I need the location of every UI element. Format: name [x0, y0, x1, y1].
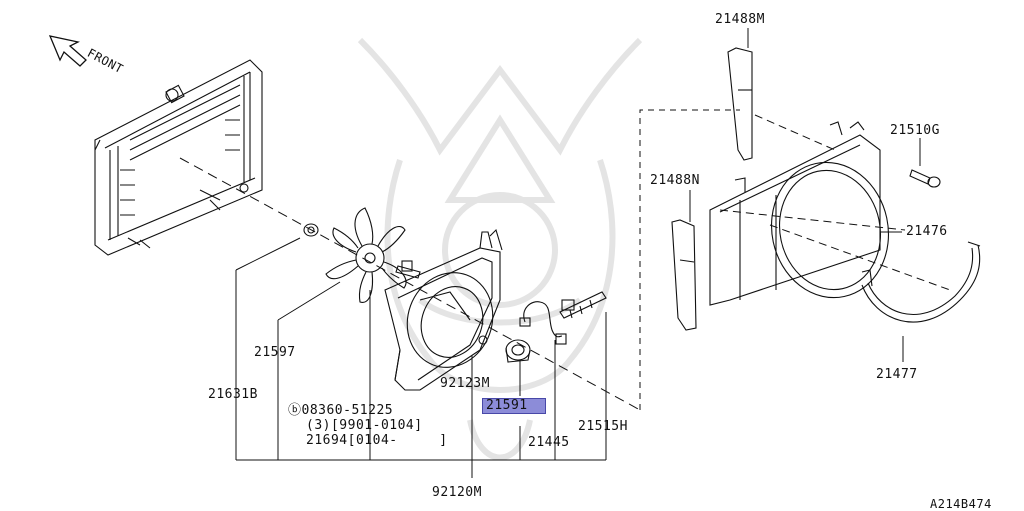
band-21477	[861, 241, 981, 323]
label-08360-51225: ⓑ08360-51225	[288, 403, 394, 418]
wire-harness	[519, 301, 567, 345]
diagram-code: A214B474	[930, 497, 992, 511]
seal-21488N	[671, 219, 697, 331]
label-21591-highlighted[interactable]: 21591	[482, 398, 546, 414]
label-92123M: 92123M	[440, 376, 490, 391]
shroud-dashed-line	[719, 114, 951, 291]
nut	[303, 223, 319, 237]
label-21476: 21476	[906, 224, 948, 239]
label-21631B: 21631B	[208, 387, 258, 402]
watermark-emblem	[357, 37, 643, 461]
label-21488M: 21488M	[715, 12, 765, 27]
axis-dashed-line	[179, 157, 641, 411]
connector-21515H	[559, 291, 607, 319]
label-21510G: 21510G	[890, 123, 940, 138]
label-21597: 21597	[254, 345, 296, 360]
shroud-link-line	[639, 109, 740, 410]
label-21445: 21445	[528, 435, 570, 450]
bolt	[395, 260, 421, 279]
label-92120M: 92120M	[432, 485, 482, 500]
label-21488N: 21488N	[650, 173, 700, 188]
radiator	[94, 59, 263, 256]
leader-lines	[235, 28, 921, 478]
seal-21488M	[727, 47, 753, 161]
fan-motor	[505, 339, 531, 363]
fan-motor-bracket	[384, 228, 503, 391]
label-21694: 21694[0104- ]	[306, 433, 448, 448]
front-arrow-icon	[48, 35, 87, 67]
fan-shroud-21476	[709, 121, 890, 306]
label-08360-qty: (3)[9901-0104]	[306, 418, 423, 433]
screw-21510G	[909, 169, 941, 188]
label-21477: 21477	[876, 367, 918, 382]
label-21515H: 21515H	[578, 419, 628, 434]
